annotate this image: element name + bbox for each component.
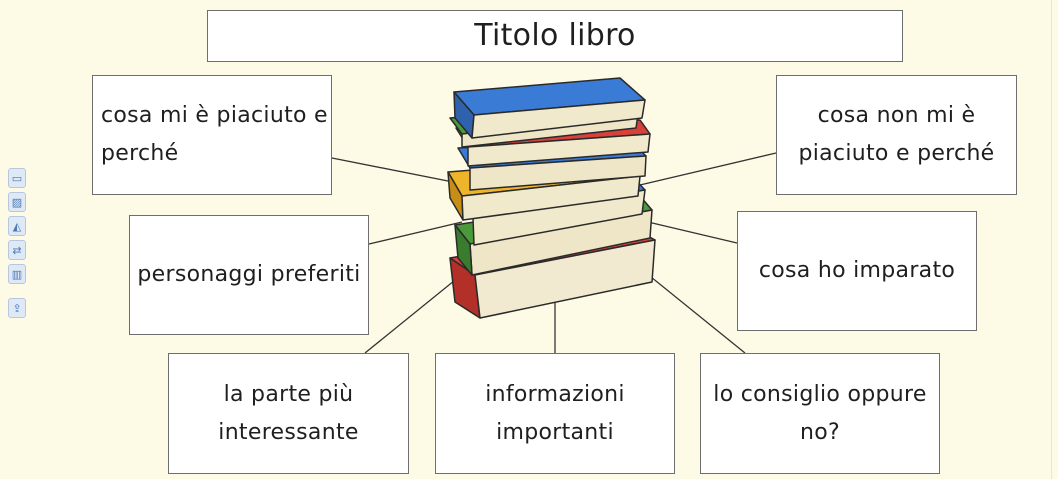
what-i-learned-text: cosa ho imparato	[758, 258, 956, 283]
disliked-line-2: piaciuto e perché	[798, 141, 995, 166]
important-info-line-1: informazioni	[485, 381, 625, 407]
favorite-characters-box[interactable]: personaggi preferiti	[129, 215, 369, 335]
important-info-line-2: importanti	[496, 419, 614, 445]
recommend-line-1: lo consiglio oppure	[713, 381, 927, 407]
swap-icon[interactable]: ⇄	[8, 240, 26, 260]
most-interesting-part-box[interactable]: la parte più interessante	[168, 353, 409, 474]
liked-line-2: perché	[101, 141, 179, 166]
trash-icon[interactable]: ▥	[8, 264, 26, 284]
important-info-box[interactable]: informazioni importanti	[435, 353, 675, 474]
interesting-part-line-2: interessante	[218, 419, 359, 445]
image-icon[interactable]: ▨	[8, 192, 26, 212]
liked-and-why-box[interactable]: cosa mi è piaciuto e perché	[92, 75, 332, 195]
favorite-characters-text: personaggi preferiti	[137, 262, 361, 287]
rectangle-icon[interactable]: ▭	[8, 168, 26, 188]
connector-best-part	[364, 271, 466, 354]
what-i-learned-box[interactable]: cosa ho imparato	[737, 211, 977, 331]
disliked-line-1: cosa non mi è	[817, 103, 976, 128]
book-title-box[interactable]: Titolo libro	[207, 10, 903, 62]
connector-characters	[368, 221, 463, 245]
interesting-part-line-1: la parte più	[223, 381, 354, 407]
recommend-line-2: no?	[800, 419, 840, 445]
share-icon[interactable]: ⇪	[8, 298, 26, 318]
recommend-or-not-box[interactable]: lo consiglio oppure no?	[700, 353, 940, 474]
side-toolbar: ▭ ▨ ◭ ⇄ ▥ ⇪	[7, 168, 27, 322]
disliked-and-why-box[interactable]: cosa non mi è piaciuto e perché	[776, 75, 1017, 195]
liked-line-1: cosa mi è piaciuto e	[101, 103, 328, 128]
connector-learned	[647, 221, 738, 244]
canvas-right-edge	[1051, 0, 1058, 479]
eraser-icon[interactable]: ◭	[8, 216, 26, 236]
connector-likes	[331, 157, 459, 184]
book-title-text: Titolo libro	[474, 18, 636, 53]
connector-dislikes	[639, 152, 777, 186]
